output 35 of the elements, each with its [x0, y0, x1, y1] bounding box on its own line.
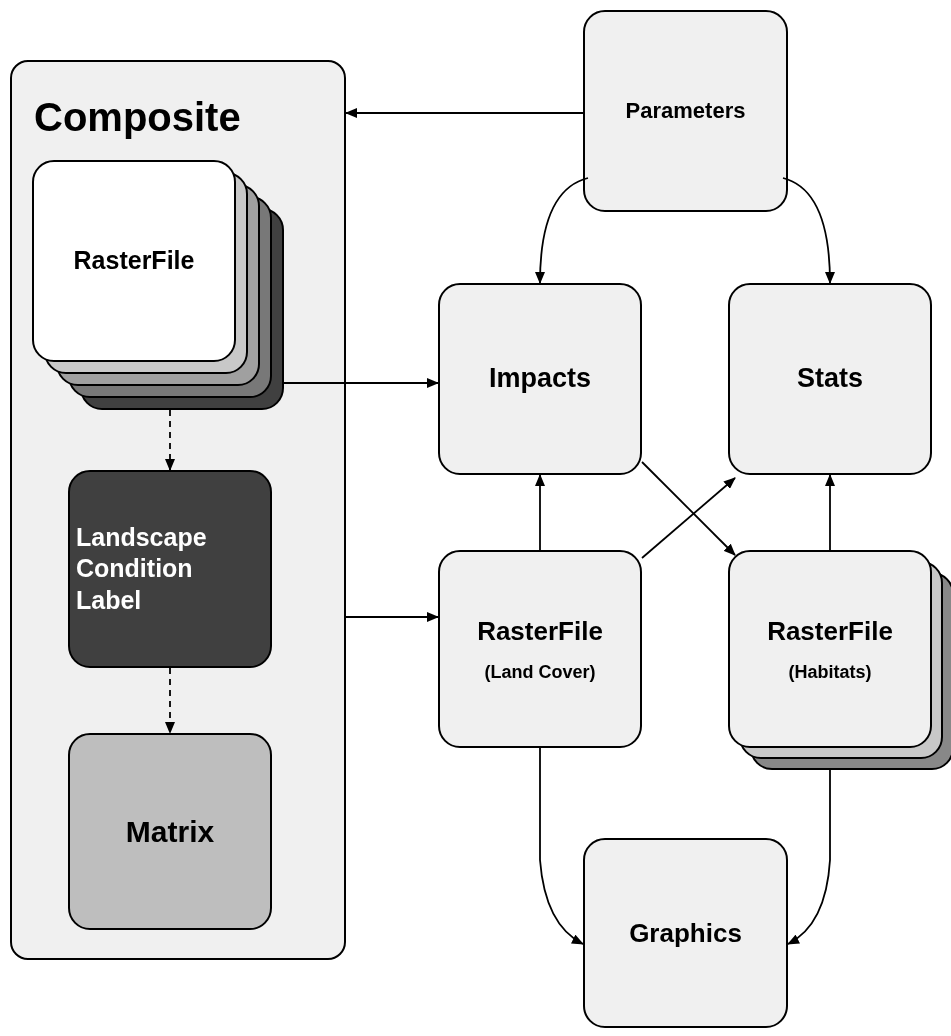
box-title: Composite: [34, 94, 241, 141]
process-box: [438, 550, 642, 748]
arrow: [535, 177, 589, 284]
process-box: [728, 550, 932, 748]
arrow: [345, 108, 584, 118]
arrow: [165, 667, 175, 734]
arrow: [165, 409, 175, 471]
process-box: [32, 160, 236, 362]
group-panel: [10, 60, 346, 960]
process-box: [68, 470, 272, 668]
box-title: Matrix: [125, 813, 215, 850]
process-box: [68, 733, 272, 930]
process-box: [583, 838, 788, 1028]
process-box: [583, 10, 788, 212]
box-title: Landscape Condition Label: [76, 522, 208, 616]
arrow: [345, 612, 439, 622]
arrow: [782, 177, 835, 284]
box-title: RasterFile: [73, 245, 195, 277]
arrow: [825, 474, 835, 551]
box-title: RasterFile: [767, 614, 893, 647]
arrow: [539, 747, 584, 945]
box-title: Impacts: [488, 362, 591, 396]
box-subtitle: (Habitats): [788, 661, 872, 684]
process-box: [438, 283, 642, 475]
arrow: [283, 378, 439, 388]
box-subtitle: (Land Cover): [484, 661, 596, 684]
process-box: [728, 283, 932, 475]
box-title: Parameters: [625, 97, 746, 125]
box-title: RasterFile: [477, 614, 603, 647]
arrow: [641, 477, 736, 559]
arrow: [641, 461, 736, 556]
box-title: Stats: [797, 362, 863, 396]
arrow: [535, 474, 545, 551]
arrow: [787, 769, 831, 945]
box-title: Graphics: [629, 916, 742, 950]
